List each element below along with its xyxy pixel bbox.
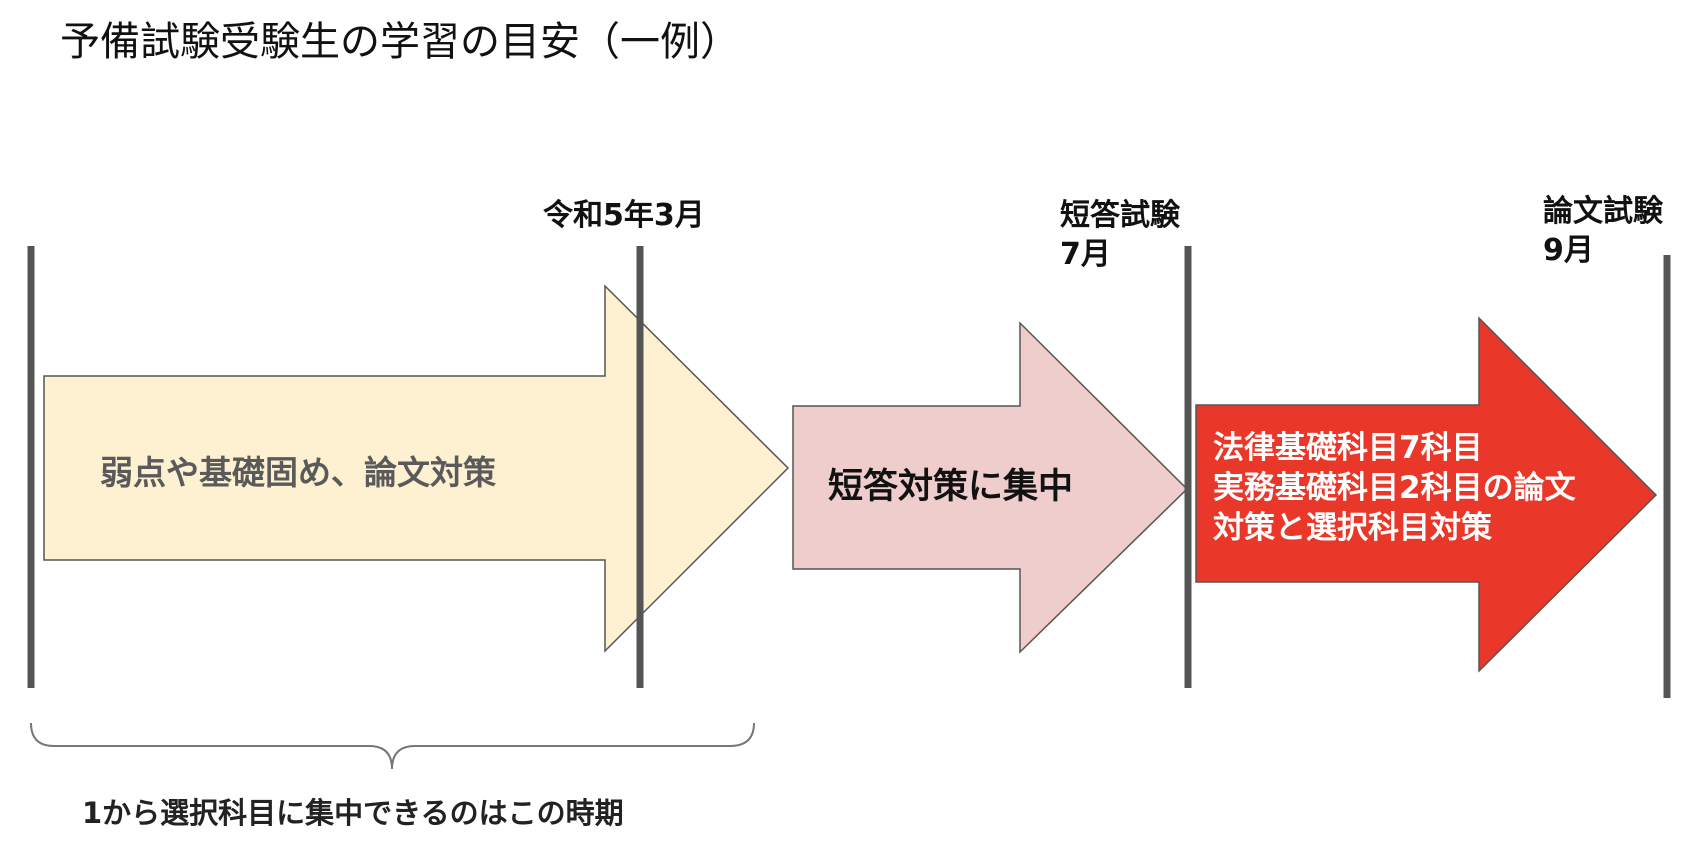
diagram-title: 予備試験受験生の学習の目安（一例）: [60, 19, 740, 65]
period-brace: [30, 722, 755, 770]
phase-arrow-1-shape: [43, 284, 790, 653]
phase-arrow-3-label: 法律基礎科目7科目 実務基礎科目2科目の論文 対策と選択科目対策: [1213, 430, 1586, 546]
milestone-label-short-answer-exam-line-2: 7月: [1060, 237, 1111, 272]
phase-arrow-1-label-line-1: 弱点や基礎固め、論文対策: [100, 453, 496, 492]
phase-arrow-2: 短答対策に集中: [792, 321, 1189, 654]
timeline-markers: [27, 246, 1671, 698]
phase-arrow-2-label-line-1: 短答対策に集中: [828, 467, 1073, 507]
phase-arrow-2-shape: [792, 321, 1189, 654]
milestone-label-march: 令和5年3月: [543, 198, 705, 233]
phase-arrow-3-shape: [1195, 316, 1658, 673]
phase-arrow-1-label: 弱点や基礎固め、論文対策: [100, 453, 496, 492]
milestone-label-short-answer-exam: 短答試験 7月: [1060, 198, 1190, 272]
brace-label: 1から選択科目に集中できるのはこの時期: [82, 796, 624, 830]
milestone-label-essay-exam: 論文試験 9月: [1543, 194, 1673, 268]
phase-arrow-2-label: 短答対策に集中: [828, 467, 1073, 507]
milestone-label-march-line-1: 令和5年3月: [543, 198, 705, 233]
phase-arrow-3: 法律基礎科目7科目 実務基礎科目2科目の論文 対策と選択科目対策: [1195, 316, 1658, 673]
milestone-label-short-answer-exam-line-1: 短答試験: [1060, 198, 1181, 233]
phase-arrow-1: 弱点や基礎固め、論文対策: [43, 284, 790, 653]
phase-arrow-3-label-line-1: 法律基礎科目7科目: [1213, 430, 1483, 466]
phase-arrow-3-label-line-3: 対策と選択科目対策: [1213, 510, 1492, 546]
milestone-label-essay-exam-line-1: 論文試験: [1543, 194, 1664, 229]
phase-arrow-3-label-line-2: 実務基礎科目2科目の論文: [1213, 470, 1576, 506]
milestone-label-essay-exam-line-2: 9月: [1543, 233, 1594, 268]
